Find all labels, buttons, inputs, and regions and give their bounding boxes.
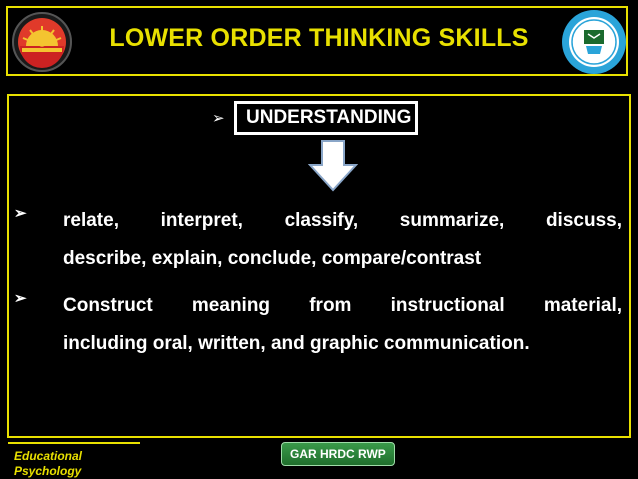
content-panel [7, 94, 631, 438]
section-heading: UNDERSTANDING [234, 101, 419, 135]
bullet-text: describe, explain, conclude, compare/con… [63, 248, 482, 269]
footer-subject-line: Educational [14, 449, 83, 463]
slide-title: LOWER ORDER THINKING SKILLS [109, 24, 529, 52]
list-item: ➢ relate, interpret, classify, summarize… [14, 202, 622, 278]
footer-divider [8, 442, 140, 444]
bullet-text: Construct meaning from instructional mat… [63, 295, 622, 316]
arrow-bullet-icon: ➢ [14, 290, 27, 307]
footer-subject: Educational Psychology [14, 449, 82, 479]
down-arrow-icon [307, 140, 359, 197]
institution-crest-icon [562, 10, 626, 74]
footer-subject-line: Psychology [14, 464, 82, 478]
sunburst-emblem-icon [12, 12, 72, 72]
bullet-text: including oral, written, and graphic com… [63, 333, 530, 354]
list-item: ➢ Construct meaning from instructional m… [14, 287, 622, 363]
arrow-bullet-icon: ➢ [212, 110, 225, 127]
arrow-bullet-icon: ➢ [14, 205, 27, 222]
title-bar [6, 6, 628, 76]
heading-row: ➢ UNDERSTANDING [212, 101, 419, 135]
footer-badge: GAR HRDC RWP [281, 442, 395, 466]
bullet-text: relate, interpret, classify, summarize, … [63, 210, 622, 231]
